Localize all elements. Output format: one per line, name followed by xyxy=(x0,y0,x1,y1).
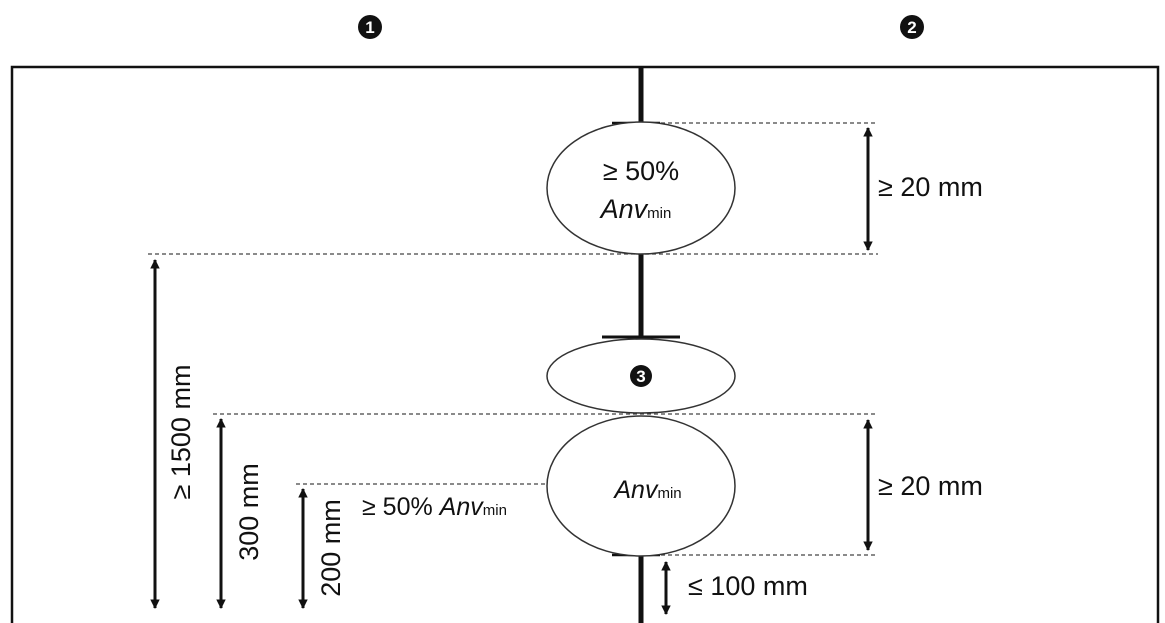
bottom-gap-label: ≤ 100 mm xyxy=(688,571,808,601)
lower-anv: Anv xyxy=(612,476,659,504)
upper-anv-label: Anvmin xyxy=(599,194,672,224)
marker-1: 1 xyxy=(358,15,382,39)
marker-2: 2 xyxy=(900,15,924,39)
upper-anv-sub: min xyxy=(647,205,671,222)
height-300-label: 300 mm xyxy=(234,463,264,561)
side-note: ≥ 50% Anvmin xyxy=(362,493,507,521)
lower-gap-label: ≥ 20 mm xyxy=(878,471,983,501)
side-note-percent: ≥ 50% xyxy=(362,493,440,521)
lower-ellipse xyxy=(546,415,736,557)
upper-ellipse xyxy=(546,121,736,255)
side-note-sub: min xyxy=(483,502,507,519)
lower-anv-sub: min xyxy=(657,485,681,502)
side-note-anv: Anv xyxy=(438,493,485,521)
lower-anv-label: Anvmin xyxy=(612,476,681,504)
marker-3-label: 3 xyxy=(636,367,645,386)
height-1500-label: ≥ 1500 mm xyxy=(166,365,196,500)
upper-percent: ≥ 50% xyxy=(603,156,679,186)
frame xyxy=(10,65,1160,623)
upper-anv: Anv xyxy=(599,194,649,224)
upper-gap-label: ≥ 20 mm xyxy=(878,172,983,202)
marker-2-label: 2 xyxy=(907,18,916,37)
marker-3: 3 xyxy=(630,365,652,387)
height-200-label: 200 mm xyxy=(316,499,346,597)
marker-1-label: 1 xyxy=(365,18,374,37)
